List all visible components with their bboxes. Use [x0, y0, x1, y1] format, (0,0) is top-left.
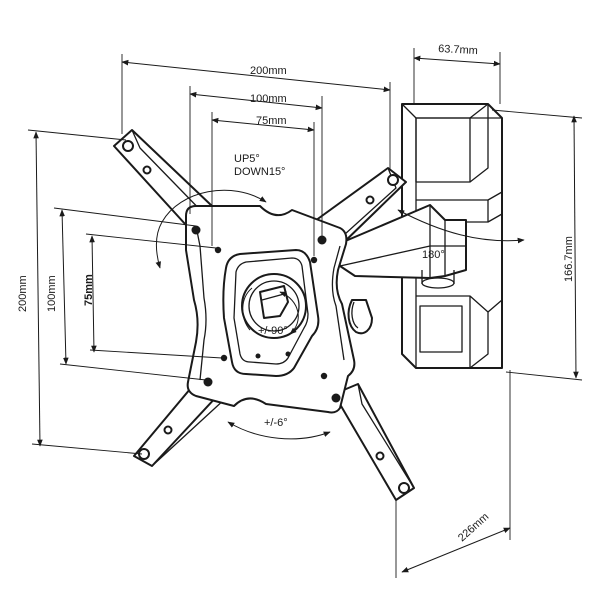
tilt-up-label: UP5°: [234, 153, 260, 165]
height-100-label: 100mm: [46, 275, 58, 312]
extension-226-label: 226mm: [456, 511, 491, 544]
width-200-label: 200mm: [250, 65, 287, 77]
width-75-label: 75mm: [256, 115, 287, 127]
swivel-label: 180°: [422, 249, 445, 261]
bracket-arm-bottom-right: [333, 383, 415, 501]
height-75-label: 75mm: [83, 274, 95, 306]
tilt-down-label: DOWN15°: [234, 166, 285, 178]
plate-height-166-7-label: 166.7mm: [563, 236, 575, 282]
depth-63-7-label: 63.7mm: [438, 43, 478, 57]
adjustment-arrows: [155, 189, 525, 440]
width-100-label: 100mm: [250, 93, 287, 105]
level-label: +/-6°: [264, 417, 288, 429]
height-200-label: 200mm: [17, 275, 29, 312]
vesa-plate: [185, 205, 356, 414]
rotation-label: +/-90°: [258, 325, 288, 337]
dimension-lines: [27, 48, 583, 578]
